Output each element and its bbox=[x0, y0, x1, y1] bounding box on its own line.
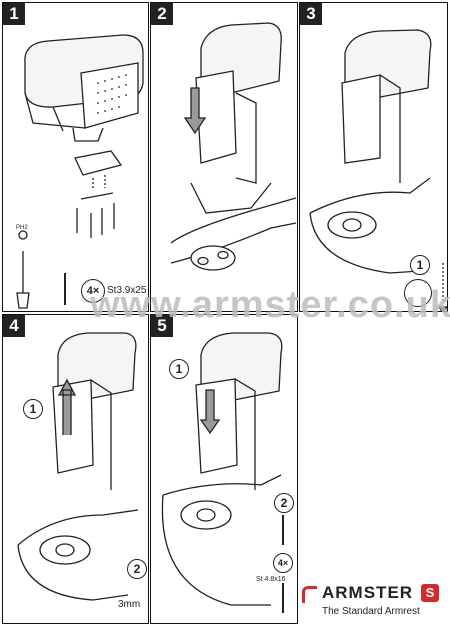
step-4-panel: 4 1 2 3mm bbox=[2, 314, 149, 624]
tool-label: PH2 bbox=[16, 225, 28, 231]
step-2-panel: 2 bbox=[150, 2, 298, 312]
armrest-adjust-illustration bbox=[17, 332, 139, 601]
gap-measure: 3mm bbox=[118, 599, 141, 610]
step-callout-1: 1 bbox=[23, 399, 43, 419]
step-number: 3 bbox=[300, 3, 322, 25]
screw-count-badge: 4× bbox=[81, 279, 105, 303]
step-callout: 1 bbox=[410, 255, 430, 275]
brand-mark-icon bbox=[302, 586, 317, 603]
armrest-exploded-illustration bbox=[16, 34, 144, 309]
armrest-mounting-illustration bbox=[170, 22, 297, 271]
step-callout-2: 2 bbox=[127, 559, 147, 579]
step-callout-2: 2 bbox=[274, 493, 294, 513]
step-number: 1 bbox=[3, 3, 25, 25]
step-number: 4 bbox=[3, 315, 25, 337]
screw-spec: St3.9x25 bbox=[107, 285, 147, 296]
step-callout-1: 1 bbox=[169, 359, 189, 379]
brand-logo: ARMSTER S The Standard Armrest bbox=[300, 580, 448, 624]
armrest-fitting-illustration bbox=[309, 29, 447, 311]
step-5-panel: 5 1 2 4× St 4.8x16 bbox=[150, 314, 298, 624]
brand-name: ARMSTER bbox=[322, 583, 414, 602]
step-3-panel: 3 1 bbox=[299, 2, 448, 312]
brand-badge: S bbox=[421, 584, 439, 602]
website-watermark: www.armster.co.uk bbox=[90, 284, 450, 326]
brand-tagline: The Standard Armrest bbox=[322, 606, 420, 617]
step-1-panel: 1 PH2 4× St3.9x25 bbox=[2, 2, 149, 312]
armrest-final-illustration bbox=[161, 332, 284, 613]
step-number: 5 bbox=[151, 315, 173, 337]
screw-count-badge: 4× bbox=[273, 553, 293, 573]
tool-icon bbox=[404, 279, 432, 307]
step-number: 2 bbox=[151, 3, 173, 25]
screw-spec: St 4.8x16 bbox=[256, 576, 286, 583]
